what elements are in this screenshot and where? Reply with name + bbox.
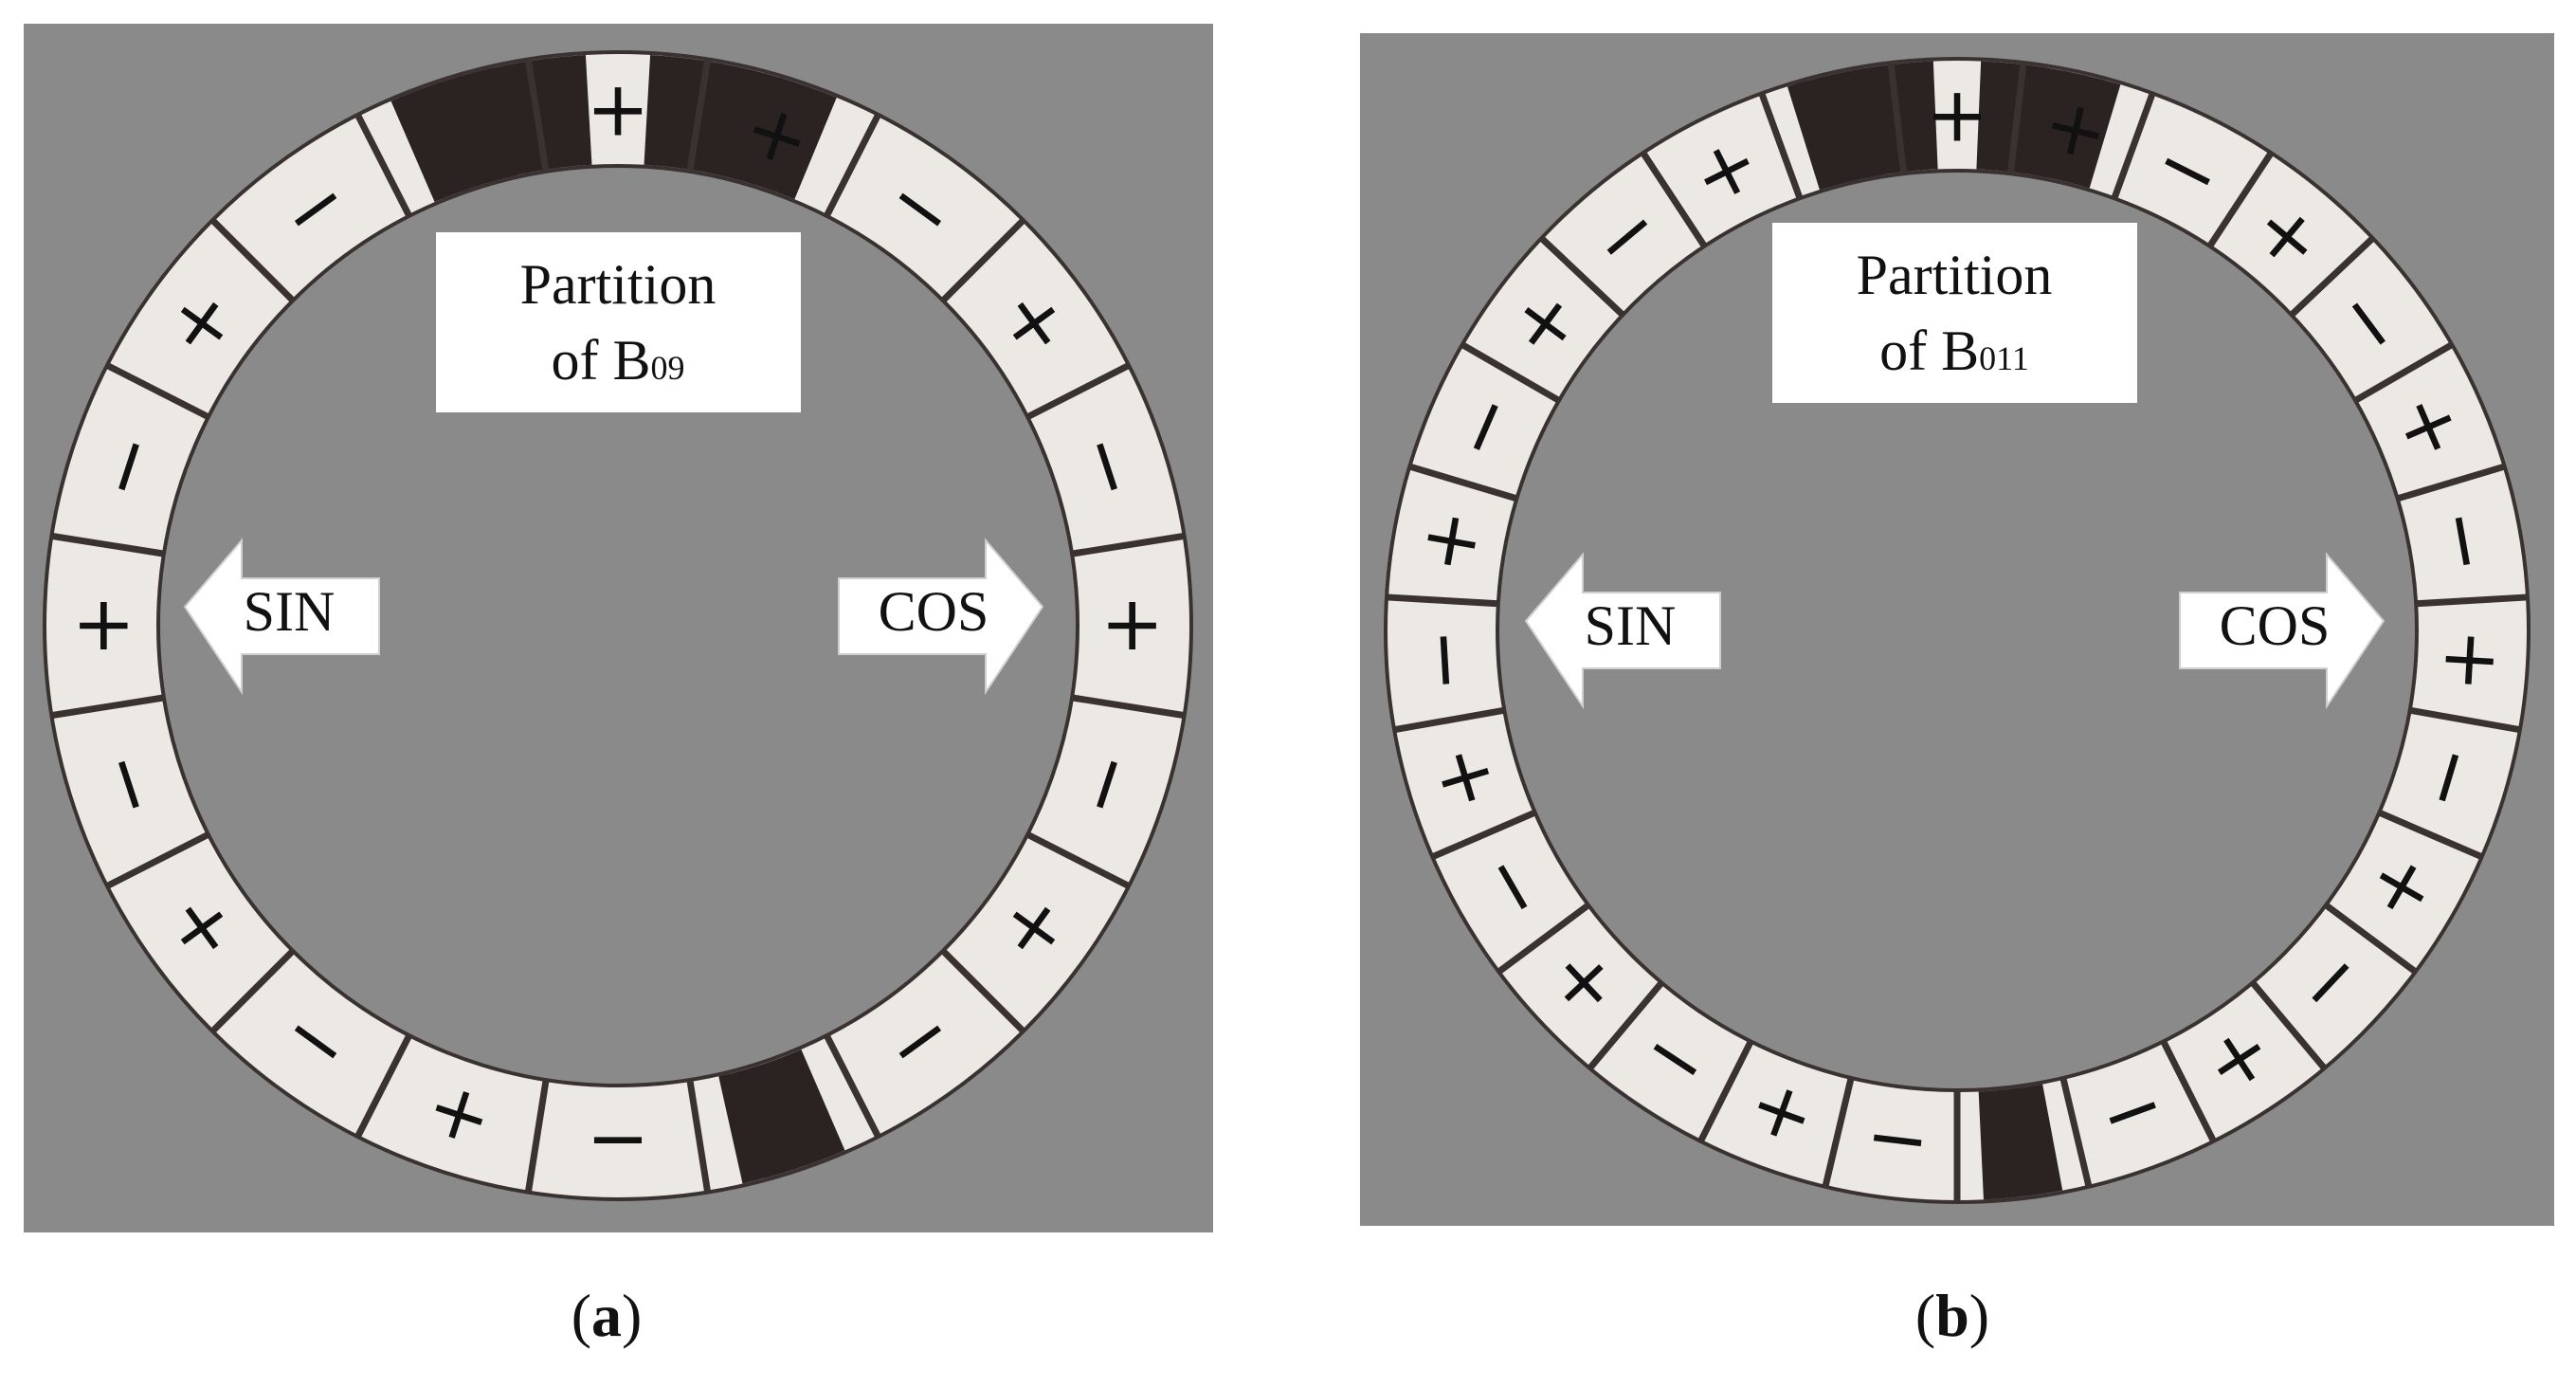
plus-sign: + — [58, 593, 146, 657]
minus-sign: − — [586, 1099, 649, 1187]
ring-edge — [156, 164, 1079, 1087]
photo-panel-b: ++−+−+−+−+−+−−+−+−+−+−+−+ Partition of B… — [1360, 33, 2554, 1226]
segment-divider — [2415, 593, 2529, 608]
sin-arrow: SIN — [1524, 552, 1721, 710]
title-line2-main: of B — [1879, 319, 1979, 382]
segment-divider — [1587, 980, 1664, 1071]
segment-divider — [2409, 706, 2521, 734]
caption-close-paren: ) — [1968, 1282, 1990, 1349]
segment-divider — [354, 1033, 412, 1139]
caption-letter: a — [591, 1282, 622, 1349]
segment-divider — [1025, 831, 1131, 889]
scene-a: ++−+−+−+−−+−+−+−+− Partition of B09 SIN … — [24, 24, 1213, 1232]
dark-index-mark — [718, 1049, 845, 1184]
sin-arrow: SIN — [183, 538, 380, 696]
segment-divider — [2289, 235, 2376, 318]
caption-open-paren: ( — [571, 1282, 591, 1349]
segment-divider — [1071, 532, 1186, 557]
segment-divider — [824, 1033, 881, 1139]
caption-open-paren: ( — [1914, 1282, 1936, 1349]
title-subscript: 011 — [1979, 339, 2029, 377]
segment-divider — [1640, 151, 1708, 248]
title-line1: Partition — [1857, 244, 2053, 306]
cos-label: COS — [2220, 594, 2331, 657]
segment-divider — [2160, 1039, 2217, 1143]
title-line2: of B011 — [1879, 319, 2029, 382]
ring-edge — [43, 50, 1193, 1201]
sin-label: SIN — [244, 580, 336, 643]
sin-label: SIN — [1585, 594, 1677, 657]
caption-close-paren: ) — [622, 1282, 643, 1349]
caption-a: (a) — [464, 1278, 749, 1354]
segment-divider — [1822, 1077, 1855, 1188]
segment-divider — [209, 948, 296, 1034]
minus-sign: − — [2416, 502, 2513, 579]
encoder-ring: ++−+−+−+−−+−+−+−+− — [43, 50, 1193, 1201]
cos-label: COS — [879, 580, 989, 643]
segment-divider — [2206, 151, 2275, 248]
segment-divider — [1460, 341, 1561, 404]
segment-divider — [524, 1079, 550, 1194]
cos-arrow: COS — [838, 538, 1044, 696]
dark-index-mark — [1978, 1084, 2063, 1200]
cos-arrow: COS — [2179, 552, 2386, 710]
segment-divider — [1071, 694, 1186, 720]
segment-divider — [1758, 92, 1804, 200]
segment-divider — [940, 948, 1026, 1034]
title-label: Partition of B09 — [436, 232, 801, 412]
minus-sign: − — [1860, 1095, 1933, 1190]
segment-divider — [824, 113, 881, 218]
segment-divider — [2353, 341, 2454, 404]
segment-divider — [1538, 235, 1625, 318]
ring-edge — [1384, 57, 2531, 1204]
photo-panel-a: ++−+−+−+−−+−+−+−+− Partition of B09 SIN … — [24, 24, 1213, 1232]
ring-edge — [1496, 169, 2419, 1092]
segment-divider — [2250, 980, 2328, 1071]
segment-divider — [209, 217, 296, 303]
segment-divider — [2323, 902, 2418, 975]
segment-divider — [2377, 809, 2484, 861]
segment-divider — [2006, 62, 2027, 174]
segment-divider — [1497, 902, 1591, 975]
plus-sign: + — [2426, 626, 2518, 694]
segment-divider — [524, 58, 550, 173]
segment-divider — [1430, 809, 1537, 861]
segment-divider — [1025, 362, 1131, 420]
segment-divider — [686, 1079, 712, 1194]
plus-sign: + — [1925, 71, 1988, 159]
title-label: Partition of B011 — [1772, 223, 2137, 403]
segment-divider — [50, 532, 165, 557]
segment-divider — [105, 362, 210, 420]
scene-b: ++−+−+−+−+−+−−+−+−+−+−+−+ Partition of B… — [1360, 33, 2554, 1226]
segment-divider — [2396, 463, 2506, 502]
segment-divider — [2111, 92, 2156, 200]
segment-divider — [50, 694, 165, 720]
title-line2-main: of B — [552, 329, 651, 392]
title-line2: of B09 — [552, 329, 685, 392]
plus-sign: + — [1091, 593, 1179, 657]
segment-divider — [1887, 62, 1908, 174]
title-line1: Partition — [520, 253, 717, 316]
plus-sign: + — [1401, 502, 1498, 579]
segment-divider — [940, 217, 1026, 303]
dark-index-mark — [390, 67, 517, 203]
segment-divider — [1393, 706, 1505, 734]
minus-sign: − — [1397, 626, 1489, 694]
encoder-ring: ++−+−+−+−+−+−−+−+−+−+−+−+ — [1384, 57, 2531, 1204]
segment-divider — [1408, 463, 1518, 502]
title-subscript: 09 — [651, 349, 685, 387]
segment-divider — [354, 113, 412, 218]
segment-divider — [2059, 1077, 2093, 1188]
segment-divider — [1386, 593, 1499, 608]
plus-sign: + — [586, 65, 649, 154]
segment-divider — [1697, 1039, 1754, 1143]
dark-index-mark — [1787, 67, 1883, 191]
segment-divider — [686, 58, 712, 173]
caption-b: (b) — [1810, 1278, 2095, 1354]
caption-letter: b — [1935, 1282, 1969, 1349]
segment-divider — [105, 831, 210, 889]
